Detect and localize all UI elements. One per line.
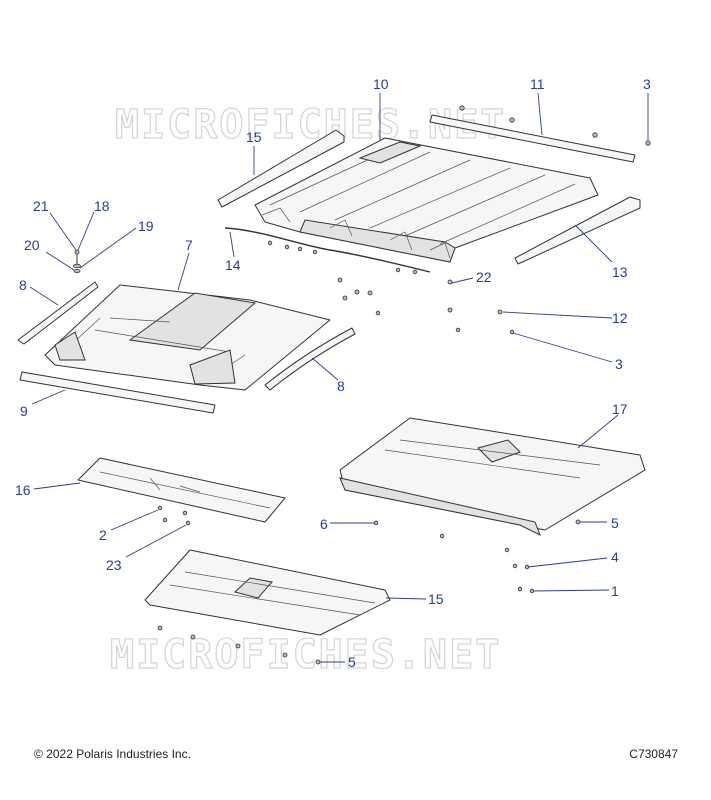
seal-strip-right — [514, 196, 641, 265]
callout-22: 22 — [476, 269, 492, 285]
callout-14: 14 — [225, 257, 241, 273]
callout-5: 5 — [348, 654, 356, 670]
copyright-text: © 2022 Polaris Industries Inc. — [34, 747, 191, 761]
callout-8: 8 — [19, 277, 27, 293]
callout-7: 7 — [185, 237, 193, 253]
callout-1: 1 — [611, 583, 619, 599]
seal-strip-left — [217, 129, 345, 208]
callout-9: 9 — [20, 403, 28, 419]
callout-8: 8 — [337, 378, 345, 394]
trim-right — [264, 327, 356, 391]
callout-3: 3 — [643, 76, 651, 92]
callout-21: 21 — [33, 198, 49, 214]
roof-panel — [254, 137, 599, 263]
callout-16: 16 — [15, 482, 31, 498]
diagram-code: C730847 — [629, 747, 678, 761]
callout-3: 3 — [615, 356, 623, 372]
callout-20: 20 — [24, 237, 40, 253]
callout-10: 10 — [373, 76, 389, 92]
callout-15: 15 — [428, 591, 444, 607]
callout-13: 13 — [612, 264, 628, 280]
callout-labels: 10 11 3 15 21 18 19 20 7 14 22 13 8 12 3… — [15, 76, 651, 670]
fastener-stack — [73, 249, 81, 273]
leader-lines — [29, 92, 649, 663]
callout-6: 6 — [320, 516, 328, 532]
callout-11: 11 — [530, 76, 545, 92]
roof-hardware — [267, 240, 515, 335]
callout-4: 4 — [611, 549, 619, 565]
roof-cap — [44, 284, 331, 391]
callout-15: 15 — [246, 129, 262, 145]
callout-19: 19 — [138, 218, 154, 234]
right-hardware — [373, 519, 581, 594]
callout-18: 18 — [94, 198, 110, 214]
trim-left — [17, 281, 99, 345]
callout-5: 5 — [611, 515, 619, 531]
headliner — [339, 417, 646, 537]
watermark-bottom: MICROFICHES.NET — [110, 632, 501, 678]
callout-17: 17 — [612, 401, 628, 417]
front-strip — [19, 371, 216, 414]
rear-rail — [429, 105, 651, 163]
front-panel — [77, 457, 286, 526]
watermark-top: MICROFICHES.NET — [115, 102, 506, 148]
callout-2: 2 — [99, 527, 107, 543]
callout-12: 12 — [612, 310, 628, 326]
lower-headliner — [144, 549, 391, 665]
callout-23: 23 — [106, 557, 122, 573]
front-seal — [224, 227, 431, 273]
